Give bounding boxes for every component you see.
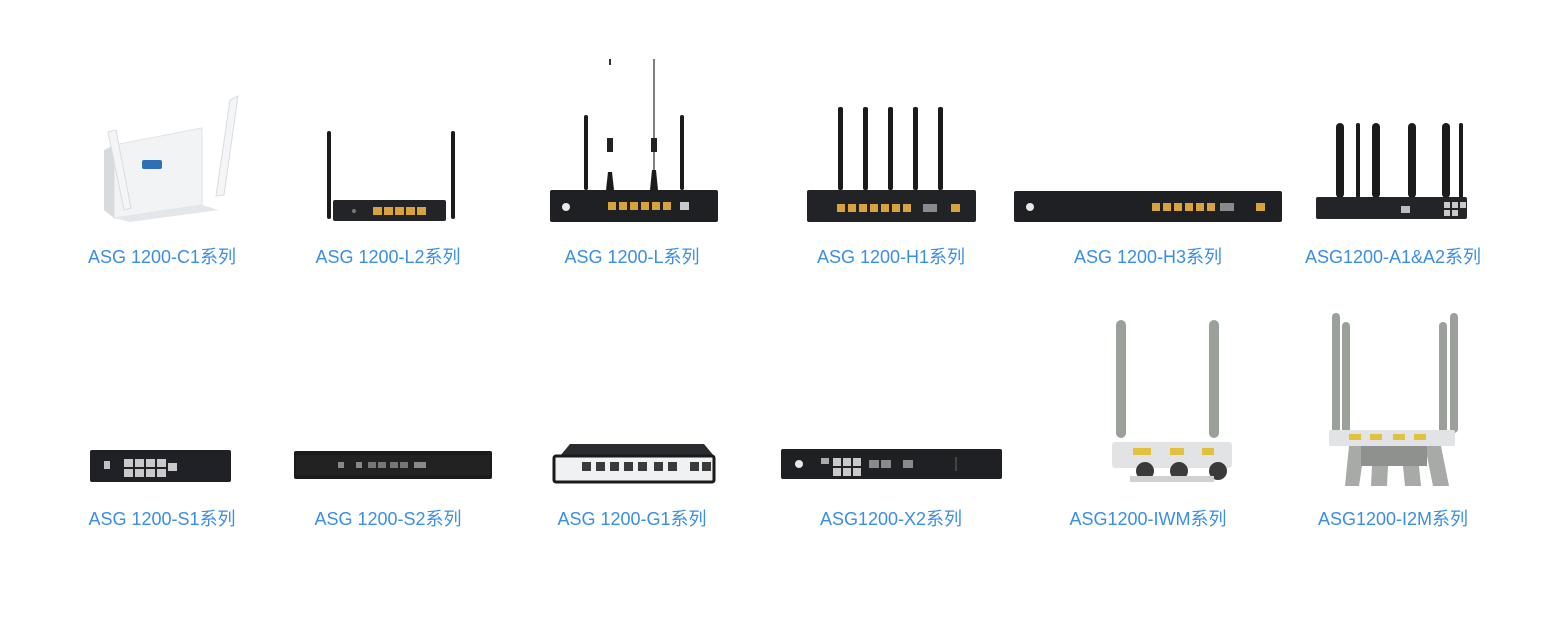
- product-label: ASG 1200-G1系列: [557, 509, 707, 529]
- product-label: ASG 1200-H1系列: [816, 247, 966, 267]
- product-label: ASG 1200-C1系列: [87, 247, 237, 267]
- product-label: ASG1200-A1&A2系列: [1304, 247, 1482, 267]
- product-label: ASG 1200-L系列: [564, 247, 700, 267]
- product-grid: ASG 1200-C1系列 ASG 1200-L2系列: [34, 0, 1516, 618]
- product-label: ASG 1200-L2系列: [315, 247, 461, 267]
- product-label: ASG 1200-S1系列: [88, 509, 236, 529]
- product-label: ASG1200-IWM系列: [1069, 509, 1227, 529]
- product-label: ASG1200-I2M系列: [1317, 509, 1469, 529]
- product-label: ASG 1200-H3系列: [1073, 247, 1223, 267]
- product-label: ASG 1200-S2系列: [314, 509, 462, 529]
- product-label: ASG1200-X2系列: [819, 509, 963, 529]
